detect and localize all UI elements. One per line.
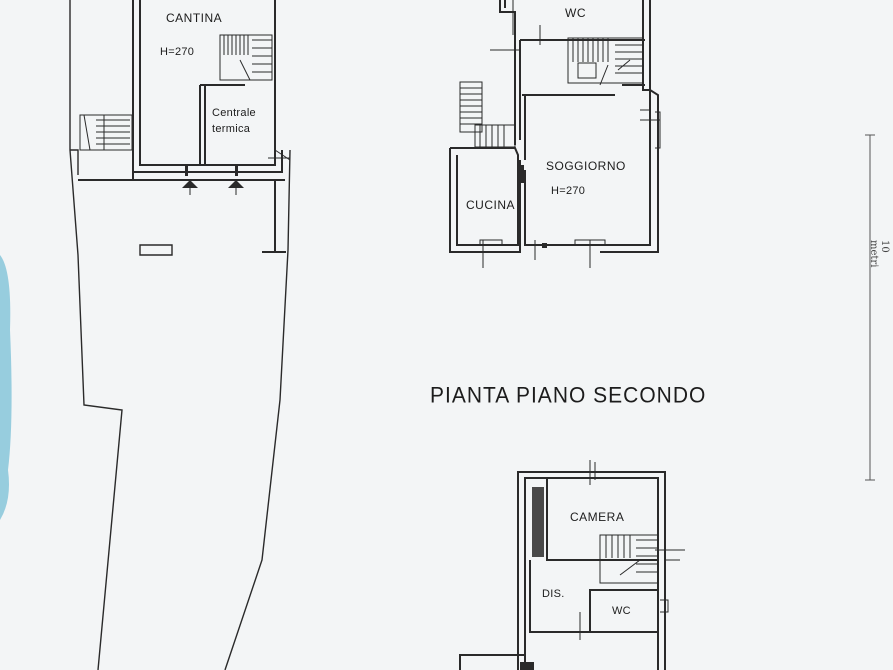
plan-title: PIANTA PIANO SECONDO xyxy=(430,383,707,408)
outdoor-area-outline xyxy=(69,0,291,670)
lower-apartment-stairs xyxy=(599,534,659,584)
apartment-stairs xyxy=(567,37,644,86)
lower-hatched-wall xyxy=(532,487,544,557)
room-label-wc-top: WC xyxy=(565,6,586,20)
room-label-centrale-line2: termica xyxy=(212,123,251,135)
room-height-soggiorno: H=270 xyxy=(551,185,586,197)
lower-apartment-walls xyxy=(459,471,666,670)
apartment-fixtures xyxy=(479,165,606,248)
scale-label: 10 metri xyxy=(868,240,890,268)
room-label-cantina: CANTINA xyxy=(166,11,223,25)
door-lines xyxy=(189,149,291,195)
lower-door-marker xyxy=(520,662,534,670)
room-label-cucina: CUCINA xyxy=(466,198,516,212)
room-label-wc-bottom: WC xyxy=(612,605,631,617)
outdoor-stairs xyxy=(79,114,133,151)
scale-bar xyxy=(865,134,875,481)
room-label-camera: CAMERA xyxy=(570,510,625,524)
room-label-centrale-line1: Centrale xyxy=(212,107,256,119)
paper-edge-shadow xyxy=(0,255,12,520)
lower-ticks xyxy=(579,460,685,640)
cantina-stairs xyxy=(219,34,273,81)
room-height-cantina: H=270 xyxy=(160,46,195,58)
apartment-side-stairs xyxy=(459,81,516,148)
cantina-walls xyxy=(78,0,286,253)
door-markers xyxy=(182,166,244,188)
room-label-dis: DIS. xyxy=(542,588,565,600)
room-label-soggiorno: SOGGIORNO xyxy=(546,159,626,173)
